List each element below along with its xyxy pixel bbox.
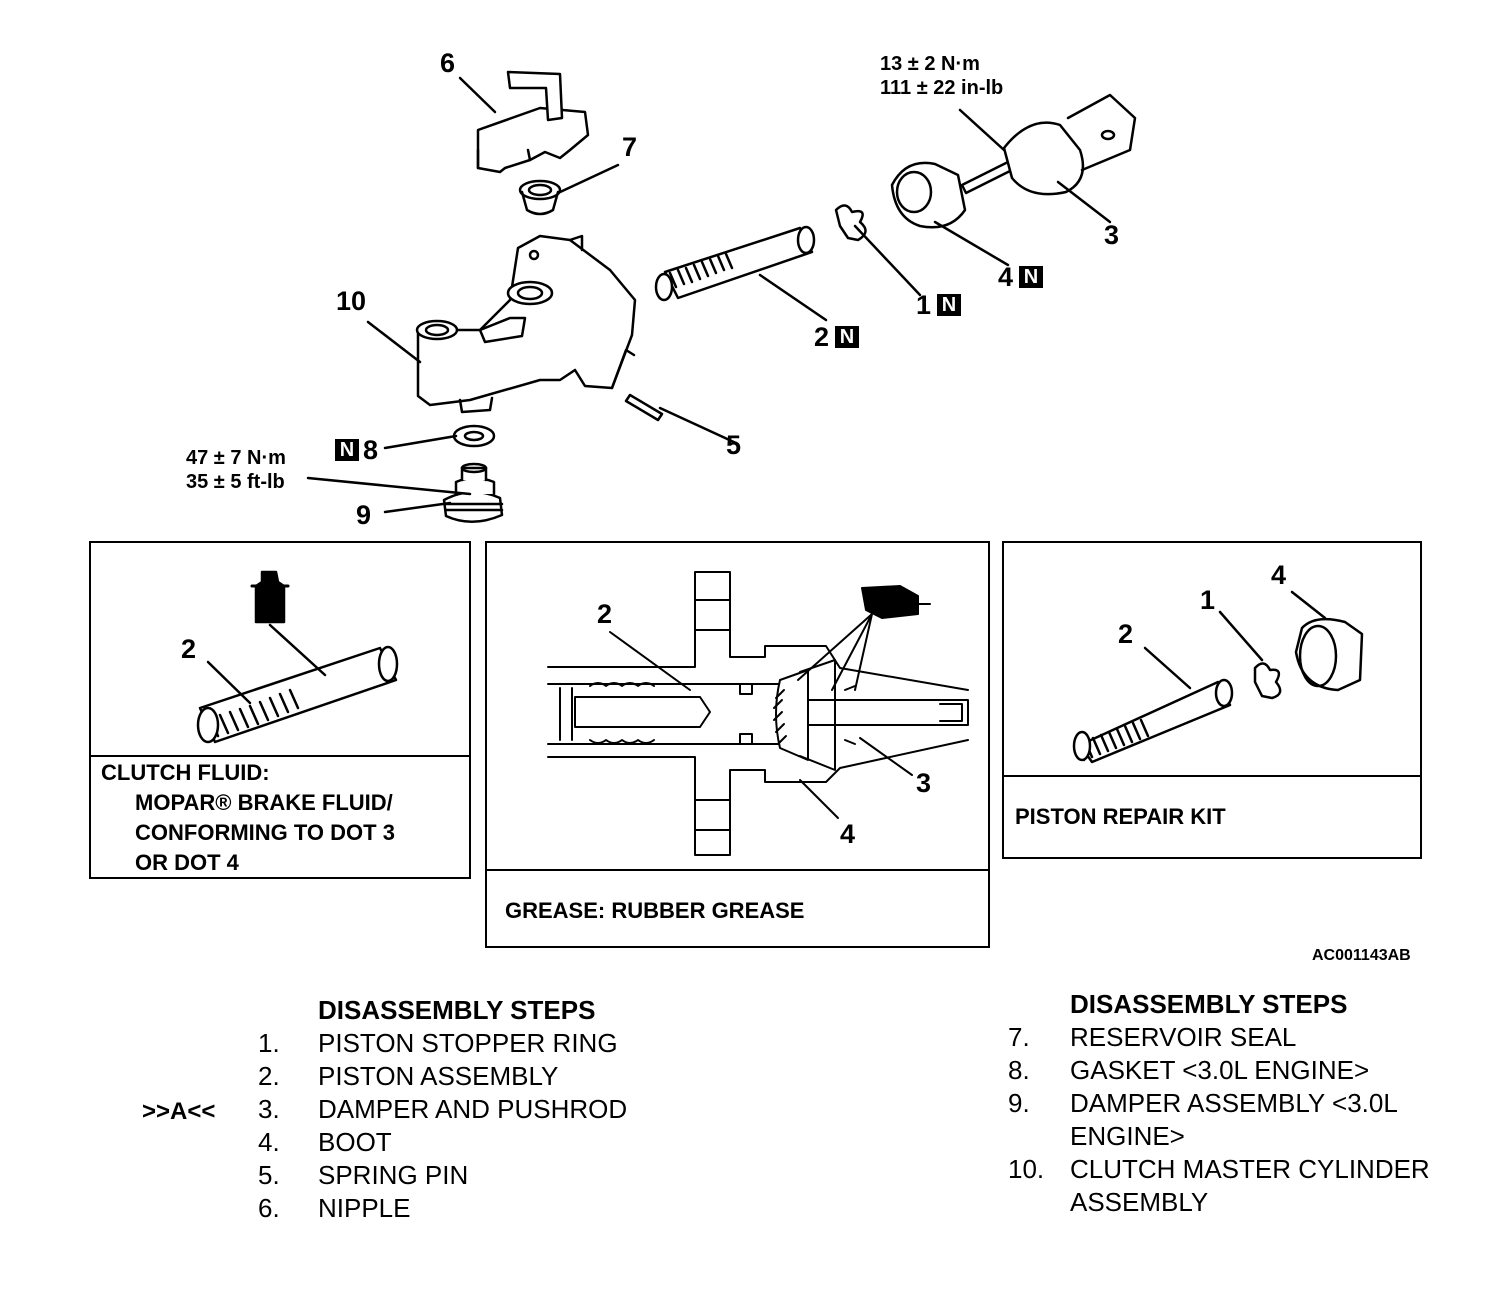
new-part-badge: N xyxy=(835,326,860,348)
grease-panel-callout-2: 2 xyxy=(597,599,613,629)
step-number: 8. xyxy=(1008,1055,1030,1085)
master-cylinder-body xyxy=(415,234,637,414)
damper-pushrod-part xyxy=(960,93,1137,196)
kit-panel-callout-2: 2 xyxy=(1118,619,1134,649)
fluid-caption-line4: OR DOT 4 xyxy=(135,850,239,875)
steps-left-heading-row: DISASSEMBLY STEPS xyxy=(258,994,698,1027)
step-number: 3. xyxy=(258,1094,280,1124)
steps-right: DISASSEMBLY STEPS 7. RESERVOIR SEAL 8. GAS… xyxy=(1008,988,1488,1219)
step-number: 10. xyxy=(1008,1154,1045,1184)
step-item: 8. GASKET <3.0L ENGINE> xyxy=(1008,1054,1488,1087)
grease-panel-cross-section xyxy=(547,571,969,856)
grease-caption: GREASE: RUBBER GREASE xyxy=(505,898,805,923)
kit-panel xyxy=(1002,541,1422,859)
fluid-panel xyxy=(89,541,471,879)
callout-10: 10 xyxy=(336,286,367,316)
torque-top-metric: 13 ± 2 N·m xyxy=(880,53,980,75)
fluid-caption: CLUTCH FLUID: MOPAR® BRAKE FLUID/ CONFOR… xyxy=(101,758,395,878)
step-text: NIPPLE xyxy=(318,1193,411,1223)
step-text: CLUTCH MASTER CYLINDER xyxy=(1070,1154,1430,1184)
new-part-badge: N xyxy=(335,439,359,461)
fluid-panel-callout-2: 2 xyxy=(181,634,197,664)
callout-8: 8 xyxy=(363,435,379,465)
nipple-part xyxy=(476,70,590,174)
step-item: 9. DAMPER ASSEMBLY <3.0L xyxy=(1008,1087,1488,1120)
steps-right-heading: DISASSEMBLY STEPS xyxy=(1070,989,1348,1019)
step-number: 6. xyxy=(258,1193,280,1223)
step-text-continued: ASSEMBLY xyxy=(1070,1187,1209,1217)
callout-6: 6 xyxy=(440,48,456,78)
step-text: SPRING PIN xyxy=(318,1160,469,1190)
step-number: 1. xyxy=(258,1028,280,1058)
torque-top-imperial: 111 ± 22 in-lb xyxy=(880,77,1004,99)
step-text: GASKET <3.0L ENGINE> xyxy=(1070,1055,1370,1085)
figure-reference: AC001143AB xyxy=(1312,947,1411,964)
step-item: 1. PISTON STOPPER RING xyxy=(258,1027,698,1060)
kit-panel-drawing xyxy=(1072,590,1364,764)
boot-part xyxy=(890,161,967,229)
step-item: 5. SPRING PIN xyxy=(258,1159,698,1192)
step-continuation: ASSEMBLY xyxy=(1008,1186,1488,1219)
torque-spec-top: 13 ± 2 N·m 111 ± 22 in-lb xyxy=(880,52,1003,100)
kit-caption: PISTON REPAIR KIT xyxy=(1015,804,1226,829)
callout-9: 9 xyxy=(356,500,372,530)
step-number: 4. xyxy=(258,1127,280,1157)
steps-left-heading: DISASSEMBLY STEPS xyxy=(318,995,596,1025)
kit-panel-callout-4: 4 xyxy=(1271,560,1287,590)
step-number: 5. xyxy=(258,1160,280,1190)
step-text-continued: ENGINE> xyxy=(1070,1121,1185,1151)
gasket-part xyxy=(452,424,496,448)
step-item: 3. DAMPER AND PUSHROD xyxy=(258,1093,698,1126)
spring-pin-part xyxy=(624,393,664,422)
step-item: 6. NIPPLE xyxy=(258,1192,698,1225)
step-text: BOOT xyxy=(318,1127,392,1157)
torque-spec-bottom: 47 ± 7 N·m 35 ± 5 ft-lb xyxy=(186,446,286,494)
steps-left: DISASSEMBLY STEPS 1.PISTON STOPPER RING … xyxy=(258,994,698,1225)
step-number: 7. xyxy=(1008,1022,1030,1052)
torque-bottom-imperial: 35 ± 5 ft-lb xyxy=(186,471,285,493)
step-continuation: ENGINE> xyxy=(1008,1120,1488,1153)
step-number: 9. xyxy=(1008,1088,1030,1118)
kit-panel-callout-1: 1 xyxy=(1200,585,1216,615)
kit-panel-divider xyxy=(1004,775,1420,777)
step-text: PISTON ASSEMBLY xyxy=(318,1061,559,1091)
piston-stopper-ring-part xyxy=(834,204,867,242)
fluid-panel-divider xyxy=(91,755,469,757)
grease-panel-callout-4: 4 xyxy=(840,819,856,849)
step-number: 2. xyxy=(258,1061,280,1091)
fluid-panel-drawing xyxy=(196,570,399,744)
grease-panel-callout-3: 3 xyxy=(916,768,932,798)
callout-2: 2 xyxy=(814,322,830,352)
step-item: 2. PISTON ASSEMBLY xyxy=(258,1060,698,1093)
callout-4: 4 xyxy=(998,262,1014,292)
piston-assembly-part xyxy=(654,225,816,302)
step-text: DAMPER AND PUSHROD xyxy=(318,1094,628,1124)
new-part-badge: N xyxy=(1019,266,1044,288)
callout-1: 1 xyxy=(916,290,932,320)
step-text: PISTON STOPPER RING xyxy=(318,1028,618,1058)
reservoir-seal-part xyxy=(518,179,562,216)
new-part-badge: N xyxy=(937,294,962,316)
grease-panel-divider xyxy=(487,869,988,871)
steps-right-heading-row: DISASSEMBLY STEPS xyxy=(1008,988,1488,1021)
callout-7: 7 xyxy=(622,132,638,162)
callout-3: 3 xyxy=(1104,220,1120,250)
step-text: DAMPER ASSEMBLY <3.0L xyxy=(1070,1088,1398,1118)
torque-bottom-metric: 47 ± 7 N·m xyxy=(186,447,286,469)
procedure-marker: >>A<< xyxy=(142,1098,216,1125)
fluid-caption-line1: CLUTCH FLUID: xyxy=(101,760,270,785)
step-item: 7. RESERVOIR SEAL xyxy=(1008,1021,1488,1054)
step-item: 4. BOOT xyxy=(258,1126,698,1159)
grease-panel xyxy=(485,541,990,948)
fluid-caption-line2: MOPAR® BRAKE FLUID/ xyxy=(135,790,393,815)
step-item: 10. CLUTCH MASTER CYLINDER xyxy=(1008,1153,1488,1186)
fluid-caption-line3: CONFORMING TO DOT 3 xyxy=(135,820,395,845)
step-text: RESERVOIR SEAL xyxy=(1070,1022,1297,1052)
callout-5: 5 xyxy=(726,430,742,460)
